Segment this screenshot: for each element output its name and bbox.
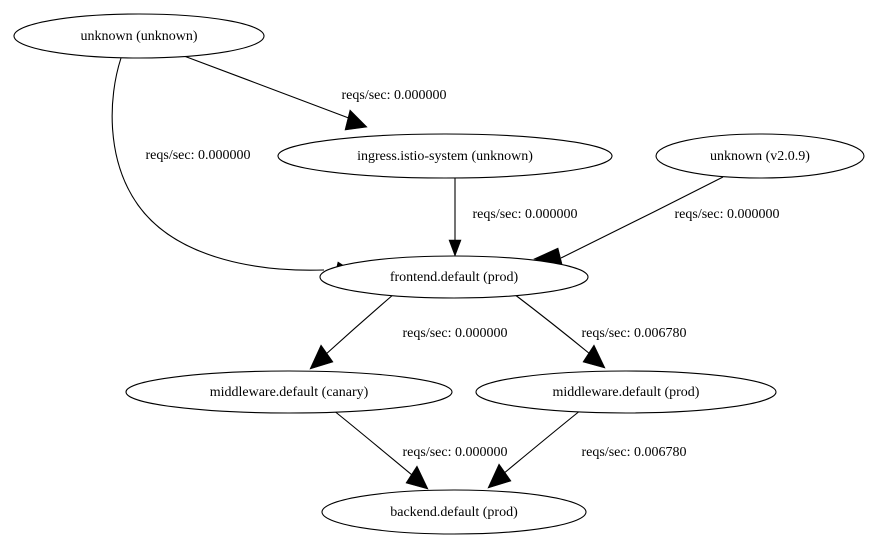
- graph-edge: reqs/sec: 0.000000: [533, 176, 780, 269]
- edge-line: [111, 57, 325, 271]
- edge-arrowhead-icon: [309, 344, 334, 370]
- edges-layer: reqs/sec: 0.000000 reqs/sec: 0.000000 reqs…: [111, 55, 780, 490]
- edge-label: reqs/sec: 0.006780: [582, 445, 687, 460]
- graph-node-middleware-default-canary[interactable]: middleware.default (canary): [125, 370, 453, 414]
- node-label: ingress.istio-system (unknown): [357, 149, 533, 164]
- graph-node-frontend-default-prod[interactable]: frontend.default (prod): [319, 255, 589, 299]
- edge-arrowhead-icon: [582, 344, 606, 369]
- node-label: frontend.default (prod): [390, 270, 519, 285]
- edge-label: reqs/sec: 0.000000: [403, 326, 508, 341]
- edge-arrowhead-icon: [487, 463, 512, 489]
- edge-line: [560, 176, 724, 259]
- node-ellipse-shape[interactable]: [319, 255, 589, 299]
- node-ellipse-shape[interactable]: [277, 133, 613, 179]
- edge-arrowhead-icon: [405, 465, 429, 490]
- graph-edge: reqs/sec: 0.000000: [448, 178, 578, 257]
- node-label: middleware.default (canary): [210, 385, 369, 400]
- edge-label: reqs/sec: 0.000000: [403, 445, 508, 460]
- node-ellipse-shape[interactable]: [125, 370, 453, 414]
- node-ellipse-shape[interactable]: [655, 133, 865, 179]
- edge-label: reqs/sec: 0.000000: [146, 148, 251, 163]
- graph-edge: reqs/sec: 0.000000: [332, 409, 508, 490]
- graph-node-ingress-istio[interactable]: ingress.istio-system (unknown): [277, 133, 613, 179]
- graph-node-middleware-default-prod[interactable]: middleware.default (prod): [475, 370, 777, 414]
- edge-label: reqs/sec: 0.000000: [473, 207, 578, 222]
- edge-label: reqs/sec: 0.000000: [675, 207, 780, 222]
- graph-edge: reqs/sec: 0.000000: [183, 55, 447, 131]
- node-label: middleware.default (prod): [553, 385, 700, 400]
- node-ellipse-shape[interactable]: [13, 13, 265, 59]
- graph-edge: reqs/sec: 0.006780: [513, 293, 687, 369]
- graph-edge: reqs/sec: 0.006780: [487, 409, 687, 489]
- node-ellipse-shape[interactable]: [321, 489, 587, 535]
- edge-line: [332, 409, 413, 476]
- edge-line: [513, 293, 591, 355]
- graph-node-unknown-unknown[interactable]: unknown (unknown): [13, 13, 265, 59]
- edge-line: [183, 55, 355, 121]
- graph-node-unknown-v209[interactable]: unknown (v2.0.9): [655, 133, 865, 179]
- edge-line: [324, 293, 395, 356]
- graph-edge: reqs/sec: 0.000000: [309, 293, 508, 370]
- nodes-layer: unknown (unknown) ingress.istio-system (u…: [13, 13, 865, 535]
- node-label: unknown (unknown): [80, 29, 197, 44]
- edge-label: reqs/sec: 0.006780: [582, 326, 687, 341]
- graph-node-backend-default-prod[interactable]: backend.default (prod): [321, 489, 587, 535]
- node-label: backend.default (prod): [390, 505, 518, 520]
- edge-arrowhead-icon: [448, 239, 462, 257]
- node-label: unknown (v2.0.9): [710, 149, 810, 164]
- edge-label: reqs/sec: 0.000000: [342, 88, 447, 103]
- edge-line: [502, 409, 582, 475]
- node-ellipse-shape[interactable]: [475, 370, 777, 414]
- edge-arrowhead-icon: [344, 109, 368, 131]
